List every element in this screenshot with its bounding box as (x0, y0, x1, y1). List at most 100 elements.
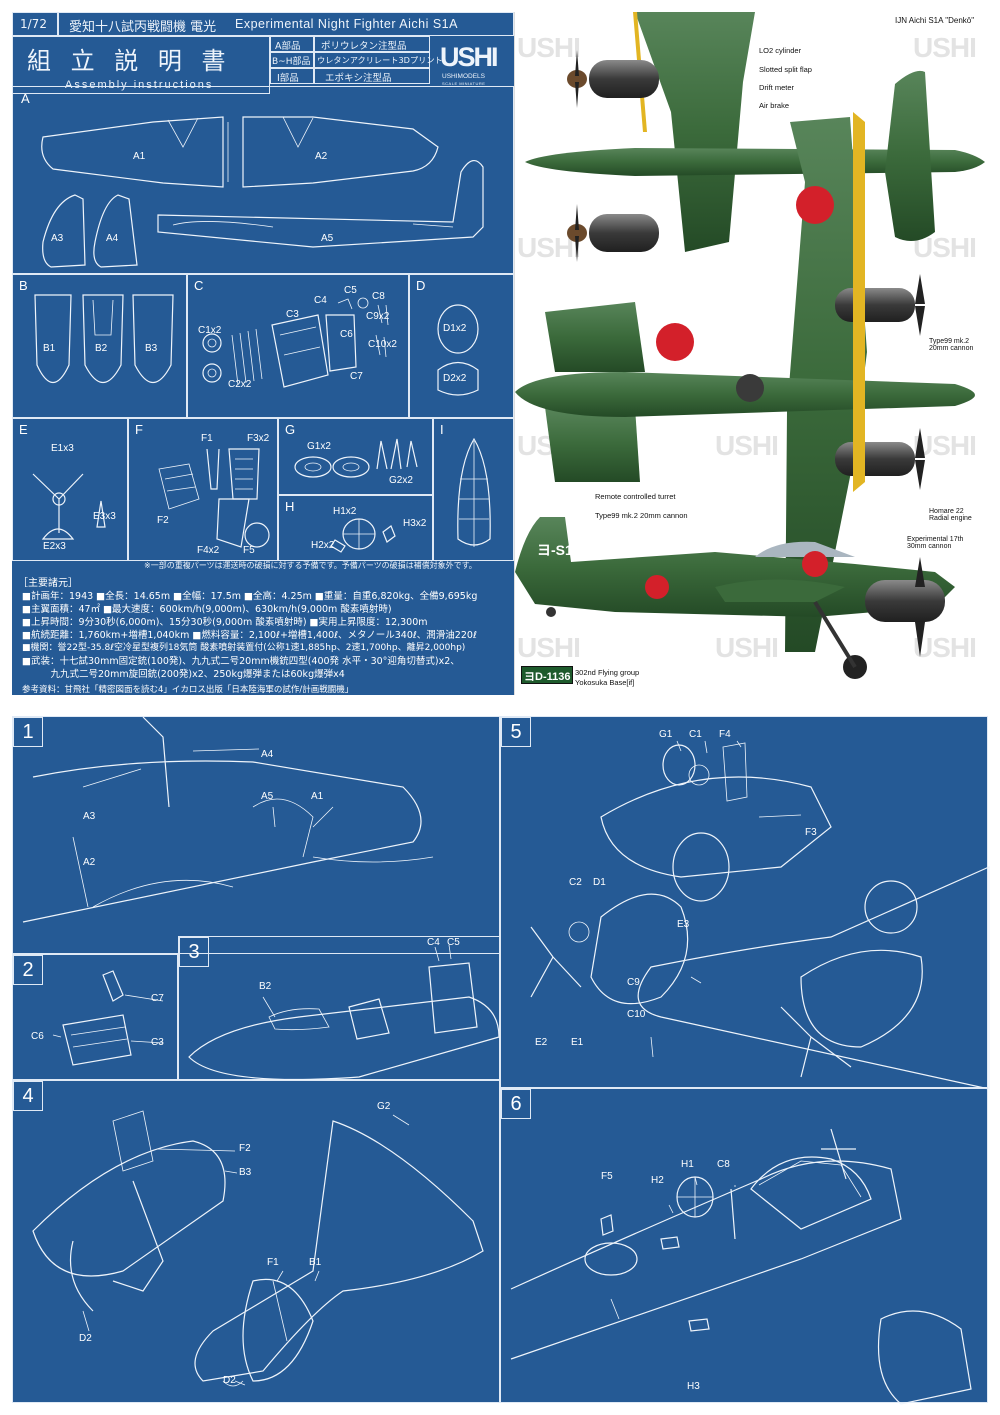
step-5: 5 G1 C1 F4 F3 C2 D1 E3 C9 C10 E2 E1 (500, 716, 990, 1090)
part-label-f5: F5 (243, 545, 255, 556)
parts-legend: A部品 ポリウレタン注型品 B~H部品 ウレタンアクリレート3Dプリント I部品… (270, 36, 443, 94)
ushi-logo: USHI USHIMODELS SCALE MINIATURE (436, 40, 506, 88)
watermark: USHI (517, 632, 581, 663)
part-label-c8: C8 (372, 291, 385, 302)
step-5-label-g1: G1 (659, 729, 673, 740)
spec-line-1: ■計画年：1943 ■全長：14.65m ■全幅：17.5m ■全高：4.25m… (22, 591, 478, 602)
part-label-e3: E3x3 (93, 511, 116, 522)
watermark: USHI (715, 632, 779, 663)
part-label-f4: F4x2 (197, 545, 220, 556)
legend-key-i: I部品 (277, 73, 299, 84)
title-box: 愛知十八試丙戦闘機 電光 Experimental Night Fighter … (58, 12, 514, 36)
legend-value-a: ポリウレタン注型品 (321, 41, 407, 52)
step-3-number: 3 (179, 937, 209, 967)
step-5-label-e1: E1 (571, 1037, 584, 1048)
spec-line-5: ■機関：誉22型-35.8ℓ空冷星型複列18気筒 酸素噴射装置付(公称1速1,8… (22, 643, 466, 653)
step-3-label-c5: C5 (447, 937, 460, 948)
spec-reference: 参考資料：甘飛社「精密図面を読む4」イカロス出版「日本陸海軍の試作/計画戦闘機」 (22, 685, 354, 695)
part-label-h1: H1x2 (333, 506, 357, 517)
step-5-label-c1: C1 (689, 729, 702, 740)
step-5-label-e2: E2 (535, 1037, 548, 1048)
step-4-label-g2: G2 (377, 1101, 391, 1112)
part-label-c6: C6 (340, 329, 353, 340)
parts-section-f: F F1 F2 F3x2 F4x2 F5 (128, 418, 278, 561)
step-2-number: 2 (13, 955, 43, 985)
step-2-label-c7: C7 (151, 993, 164, 1004)
part-label-d1: D1x2 (443, 323, 467, 334)
step-4-label-d2: D2 (79, 1333, 92, 1344)
section-a-drawing (41, 116, 484, 268)
section-b-title: B (19, 278, 28, 293)
watermark: USHI (715, 430, 779, 461)
profile-caption: IJN Aichi S1A "Denkō" (895, 16, 975, 25)
annotation-30mm-cannon: Experimental 17th 30mm cannon (907, 536, 964, 550)
step-6-label-c8: C8 (717, 1159, 730, 1170)
step-3-label-c4: C4 (427, 937, 440, 948)
unit-line-2: Yokosuka Base[if] (575, 678, 635, 687)
annotation-lo2-cylinder: LO2 cylinder (759, 46, 802, 55)
part-label-f1: F1 (201, 433, 213, 444)
title-en: Experimental Night Fighter Aichi S1A (235, 17, 458, 31)
part-label-c3: C3 (286, 309, 299, 320)
step-5-number: 5 (501, 717, 531, 747)
step-4-number: 4 (13, 1081, 43, 1111)
legend-value-b: ウレタンアクリレート3Dプリント (317, 55, 443, 65)
step-5-label-e3: E3 (677, 919, 690, 930)
section-d-title: D (416, 278, 426, 293)
part-label-a5: A5 (321, 233, 334, 244)
step-2-label-c6: C6 (31, 1031, 44, 1042)
section-g-title: G (285, 422, 296, 437)
step-6-number: 6 (501, 1089, 531, 1119)
annotation-homare-engine: Homare 22 Radial engine (929, 508, 972, 522)
logo-sub2: SCALE MINIATURE (442, 81, 486, 86)
step-6-label-f5: F5 (601, 1171, 613, 1182)
parts-section-i: I (433, 418, 514, 561)
aircraft-profiles (515, 12, 985, 679)
step-4-label-b1: B1 (309, 1257, 322, 1268)
part-label-h2: H2x2 (311, 540, 335, 551)
step-4: 4 F2 B3 G2 F1 B1 D2 D2 (12, 1080, 500, 1403)
part-label-c7: C7 (350, 371, 363, 382)
parts-section-b: B B1 B2 B3 (12, 274, 187, 418)
step-5-label-d1: D1 (593, 877, 606, 888)
watermark: USHI (517, 32, 581, 63)
annotation-type99-cannon-side: Type99 mk.2 20mm cannon (595, 511, 688, 520)
legend-key-b: B~H部品 (272, 57, 311, 67)
section-h-title: H (285, 499, 295, 514)
parts-section-a: A A1 A2 A3 A4 A5 (12, 86, 514, 274)
section-a-title: A (21, 91, 30, 106)
parts-blueprint-panel: 1/72 愛知十八試丙戦闘機 電光 Experimental Night Fig… (12, 12, 514, 695)
unit-badge-text: ヨD-1136 (524, 671, 571, 683)
logo-text: USHI (440, 42, 498, 72)
step-1-number: 1 (13, 717, 43, 747)
part-label-b1: B1 (43, 343, 56, 354)
legend-value-i: エポキシ注型品 (325, 73, 392, 84)
part-label-c1: C1x2 (198, 325, 222, 336)
step-1: 1 A4 A3 A5 A1 A2 (12, 716, 500, 954)
annotation-drift-meter: Drift meter (759, 83, 795, 92)
step-6-label-h3: H3 (687, 1381, 700, 1392)
step-2: 2 C7 C6 C3 (12, 954, 178, 1080)
annotation-air-brake: Air brake (759, 101, 790, 110)
parts-section-h: H H1x2 H2x2 H3x2 (278, 495, 433, 561)
spare-note: ※一部の重複パーツは運送時の破損に対する予備です。予備パーツの破損は補償対象外で… (144, 561, 477, 570)
part-label-b3: B3 (145, 343, 158, 354)
part-label-a2: A2 (315, 151, 328, 162)
step-1-label-a2: A2 (83, 857, 96, 868)
part-label-f2: F2 (157, 515, 169, 526)
step-1-label-a3: A3 (83, 811, 96, 822)
color-profile-panel: IJN Aichi S1A "Denkō" USHI USHI USHI USH… (514, 12, 989, 695)
part-label-d2: D2x2 (443, 373, 467, 384)
legend-key-a: A部品 (275, 41, 301, 52)
step-3: 3 C4 C5 B2 (178, 936, 500, 1081)
part-label-g2: G2x2 (389, 475, 413, 486)
part-label-e1: E1x3 (51, 443, 74, 454)
spec-line-2: ■主翼面積：47㎡ ■最大速度：600km/h(9,000m)、630km/h(… (22, 604, 392, 615)
doc-title-jp: 組 立 説 明 書 (27, 47, 232, 75)
watermark: USHI (913, 32, 977, 63)
parts-section-c: C C1x2 C2x2 C3 C4 C5 C6 C7 C8 C9x2 C10x2 (187, 274, 409, 418)
section-i-title: I (440, 422, 444, 437)
part-label-c9: C9x2 (366, 311, 390, 322)
step-1-label-a1: A1 (311, 791, 324, 802)
part-label-c5: C5 (344, 285, 357, 296)
